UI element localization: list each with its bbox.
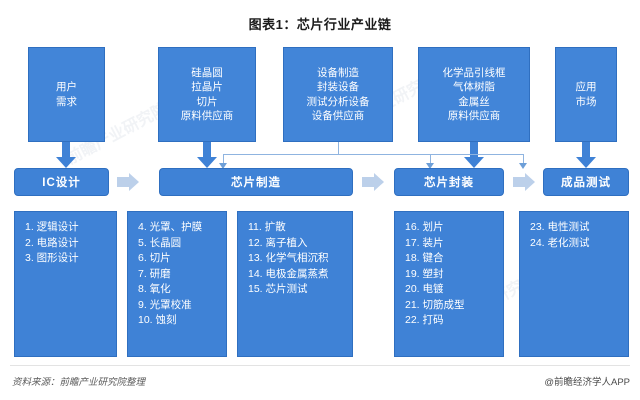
source-box-application-market: 应用 市场	[555, 47, 617, 142]
source-line: 需求	[56, 95, 77, 108]
stage-box-chip-manufacture[interactable]: 芯片制造	[159, 168, 353, 196]
source-line: 设备制造	[317, 66, 359, 79]
connector-arrowhead	[219, 163, 227, 169]
detail-item: 22. 打码	[405, 314, 444, 326]
detail-item: 11. 扩散	[248, 221, 286, 233]
source-line: 化学品引线框	[442, 66, 506, 79]
detail-item: 3. 图形设计	[25, 252, 79, 264]
detail-item: 8. 氧化	[138, 283, 171, 295]
stage-box-final-test[interactable]: 成品测试	[543, 168, 629, 196]
detail-item: 13. 化学气相沉积	[248, 252, 329, 264]
stage-label: 成品测试	[561, 177, 611, 189]
detail-item: 23. 电性测试	[530, 221, 590, 233]
detail-item: 10. 蚀刻	[138, 314, 177, 326]
source-note: 资料来源：前瞻产业研究院整理	[12, 377, 146, 388]
source-line: 金属丝	[458, 95, 490, 108]
detail-item: 6. 切片	[138, 252, 171, 264]
detail-item: 18. 键合	[405, 252, 444, 264]
connector-equipment-to-manufacture	[223, 154, 224, 164]
stage-box-chip-packaging[interactable]: 芯片封装	[394, 168, 504, 196]
detail-item: 24. 老化测试	[530, 236, 590, 249]
detail-box-packaging-steps: 16. 划片 17. 装片 18. 键合 19. 塑封 20. 电镀 21. 切…	[394, 211, 504, 357]
chevron-right-icon	[117, 173, 139, 191]
stage-label: IC设计	[42, 177, 81, 189]
detail-item: 5. 长晶圆	[138, 236, 182, 249]
detail-item: 20. 电镀	[405, 283, 444, 295]
detail-item: 12. 离子植入	[248, 236, 308, 249]
source-box-user-demand: 用户 需求	[28, 47, 105, 142]
detail-item: 16. 划片	[405, 221, 444, 233]
source-box-equipment-supply: 设备制造 封装设备 测试分析设备 设备供应商	[283, 47, 393, 142]
detail-box-ic-design-steps: 1. 逻辑设计 2. 电路设计 3. 图形设计	[14, 211, 117, 357]
source-line: 应用	[575, 81, 597, 93]
arrow-down-wafer-supply	[197, 142, 217, 168]
detail-item: 21. 切筋成型	[405, 298, 465, 311]
stage-label: 芯片制造	[231, 177, 281, 189]
detail-box-manufacture-steps-a: 4. 光罩、护膜 5. 长晶圆 6. 切片 7. 研磨 8. 氧化 9. 光罩校…	[127, 211, 227, 357]
detail-item: 1. 逻辑设计	[25, 221, 79, 233]
stage-label: 芯片封装	[424, 177, 474, 189]
connector-arrowhead	[519, 163, 527, 169]
detail-item: 7. 研磨	[138, 267, 171, 280]
footer-divider	[10, 365, 630, 366]
detail-box-manufacture-steps-b: 11. 扩散 12. 离子植入 13. 化学气相沉积 14. 电极金属蒸煮 15…	[237, 211, 353, 357]
source-line: 气体树脂	[453, 81, 495, 93]
detail-box-test-steps: 23. 电性测试 24. 老化测试	[519, 211, 629, 357]
source-line: 设备供应商	[311, 110, 365, 122]
source-line: 市场	[575, 95, 597, 108]
arrow-down-application-market	[576, 142, 596, 168]
chevron-right-icon	[362, 173, 384, 191]
arrow-down-user-demand	[56, 142, 76, 168]
source-line: 用户	[56, 81, 77, 93]
source-box-material-supply: 化学品引线框 气体树脂 金属丝 原料供应商	[418, 47, 530, 142]
detail-item: 15. 芯片测试	[248, 283, 308, 295]
source-line: 封装设备	[317, 81, 359, 93]
detail-item: 14. 电极金属蒸煮	[248, 267, 329, 280]
source-line: 原料供应商	[180, 110, 234, 122]
connector-equipment-bus	[223, 154, 523, 155]
detail-item: 19. 塑封	[405, 267, 444, 280]
credit-note: @前瞻经济学人APP	[544, 377, 630, 388]
source-line: 拉晶片	[191, 81, 223, 93]
source-line: 切片	[196, 95, 218, 108]
chart-title: 图表1：芯片行业产业链	[248, 17, 392, 32]
detail-item: 2. 电路设计	[25, 236, 79, 249]
stage-box-ic-design[interactable]: IC设计	[14, 168, 109, 196]
detail-item: 17. 装片	[405, 236, 444, 249]
detail-item: 9. 光罩校准	[138, 298, 192, 311]
source-line: 原料供应商	[447, 110, 501, 122]
source-line: 测试分析设备	[306, 95, 370, 108]
connector-arrowhead	[426, 163, 434, 169]
arrow-down-material-supply	[464, 142, 484, 168]
connector-equipment-to-packaging	[430, 154, 431, 164]
source-line: 硅晶圆	[191, 66, 223, 79]
source-box-wafer-supply: 硅晶圆 拉晶片 切片 原料供应商	[158, 47, 256, 142]
chevron-right-icon	[513, 173, 535, 191]
detail-item: 4. 光罩、护膜	[138, 221, 203, 233]
connector-equipment-stem	[338, 142, 339, 154]
connector-equipment-to-test	[523, 154, 524, 164]
